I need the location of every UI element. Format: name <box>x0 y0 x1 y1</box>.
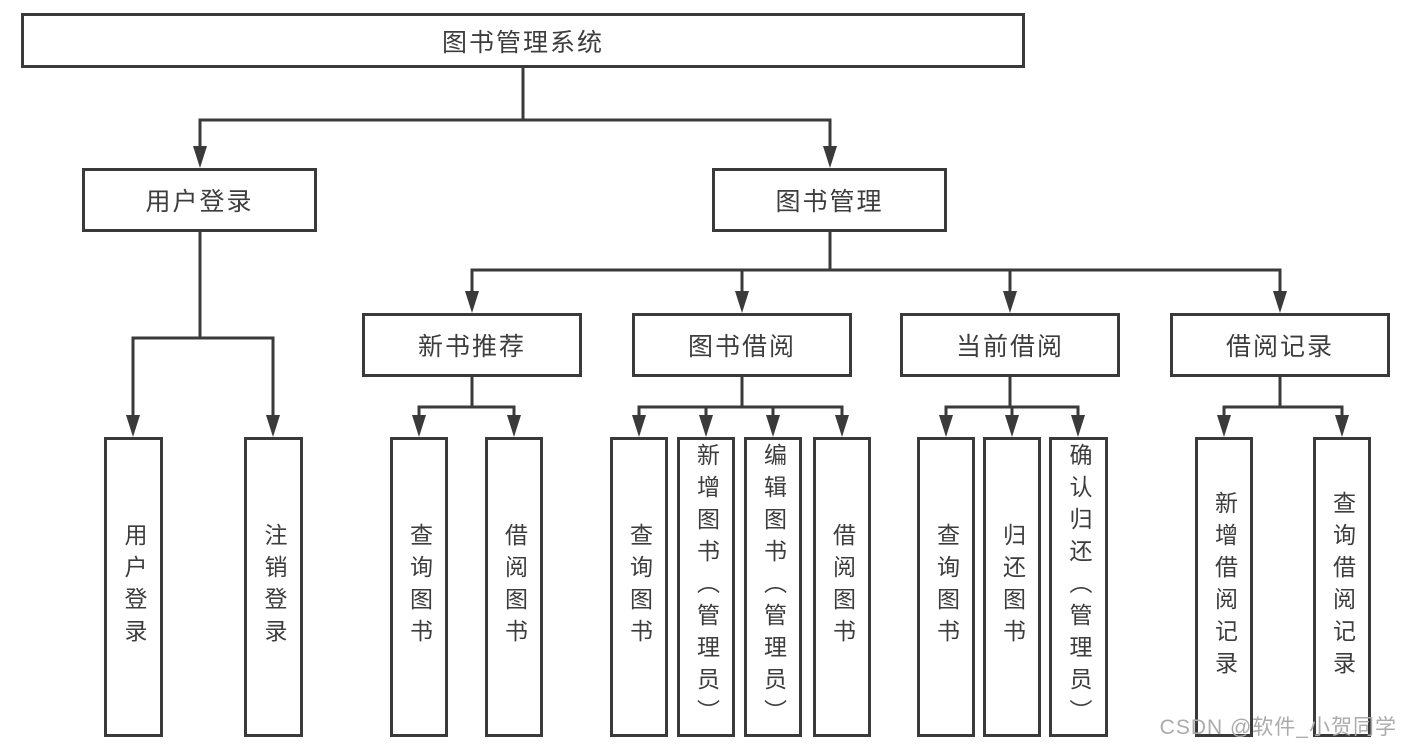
arrowheads <box>126 146 1349 437</box>
node-label: 图书管理 <box>775 188 884 216</box>
node-label: 查询图书 <box>406 523 433 651</box>
node-current-borrowing: 当前借阅 <box>900 313 1120 377</box>
leaf-query-books-1: 查询图书 <box>390 437 448 737</box>
node-book-borrowing: 图书借阅 <box>632 313 852 377</box>
node-label: 新书推荐 <box>417 333 526 361</box>
leaf-add-borrow-record: 新增借阅记录 <box>1195 437 1253 737</box>
node-book-management-module: 图书管理 <box>712 168 947 232</box>
node-label: 用户登录 <box>145 188 254 216</box>
node-label: 查询图书 <box>626 523 653 651</box>
node-label: 当前借阅 <box>955 333 1064 361</box>
node-user-login-module: 用户登录 <box>82 168 317 232</box>
node-label: 确认归还（管理员） <box>1066 443 1092 731</box>
node-label: 查询图书 <box>933 523 960 651</box>
node-label: 归还图书 <box>999 523 1026 651</box>
node-label: 借阅记录 <box>1225 333 1334 361</box>
leaf-logout: 注销登录 <box>244 437 303 737</box>
node-library-management-system: 图书管理系统 <box>21 13 1025 68</box>
leaf-query-borrow-record: 查询借阅记录 <box>1313 437 1371 737</box>
node-label: 查询借阅记录 <box>1329 491 1356 683</box>
node-label: 编辑图书（管理员） <box>760 443 787 731</box>
node-label: 用户登录 <box>121 523 147 651</box>
leaf-borrow-books-2: 借阅图书 <box>813 437 871 737</box>
leaf-confirm-return-admin: 确认归还（管理员） <box>1049 437 1108 737</box>
leaf-borrow-books-1: 借阅图书 <box>485 437 543 737</box>
leaf-query-books-2: 查询图书 <box>610 437 668 737</box>
node-borrowing-records: 借阅记录 <box>1170 313 1390 377</box>
node-label: 新增借阅记录 <box>1211 491 1238 683</box>
node-label: 新增图书（管理员） <box>693 443 720 731</box>
node-label: 注销登录 <box>261 523 287 651</box>
csdn-watermark: CSDN @软件_小贺同学 <box>1159 716 1397 739</box>
node-label: 图书借阅 <box>687 333 796 361</box>
node-label: 借阅图书 <box>501 523 528 651</box>
leaf-return-books: 归还图书 <box>983 437 1041 737</box>
node-new-book-recommendation: 新书推荐 <box>362 313 582 377</box>
leaf-add-books-admin: 新增图书（管理员） <box>677 437 735 737</box>
leaf-query-books-3: 查询图书 <box>917 437 975 737</box>
node-label: 图书管理系统 <box>441 28 604 57</box>
leaf-edit-books-admin: 编辑图书（管理员） <box>744 437 802 737</box>
leaf-user-login: 用户登录 <box>104 437 163 737</box>
node-label: 借阅图书 <box>829 523 856 651</box>
